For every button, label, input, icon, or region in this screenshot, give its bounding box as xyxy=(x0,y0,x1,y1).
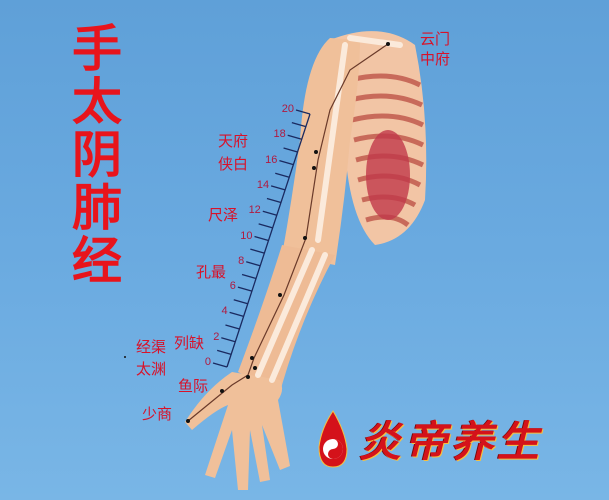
scale-label: 18 xyxy=(273,128,286,141)
scale-tick xyxy=(270,185,286,191)
scale-label: 0 xyxy=(204,356,211,368)
scale-tick xyxy=(225,324,240,330)
label-jingqu: 经渠 xyxy=(136,338,167,356)
label-tianfu: 天府 xyxy=(218,132,249,150)
scale-tick xyxy=(283,147,298,153)
scale-tick xyxy=(266,197,282,204)
scale-tick xyxy=(262,210,277,216)
scale-tick xyxy=(250,248,265,254)
label-xiabai: 侠白 xyxy=(218,155,249,173)
page-title: 手太阴肺经 xyxy=(72,19,122,290)
meridian-line xyxy=(187,43,389,422)
scale-tick xyxy=(212,362,228,368)
scale-ruler xyxy=(212,109,311,368)
logo-text: 炎帝养生 xyxy=(359,417,544,466)
flame-yinyang-icon xyxy=(318,409,348,468)
bones xyxy=(255,35,403,383)
scale-label: 10 xyxy=(240,229,253,242)
scale-tick xyxy=(279,159,294,166)
scale-tick xyxy=(233,299,248,305)
scale-tick xyxy=(229,311,244,318)
scale-label: 6 xyxy=(229,280,236,293)
label-yunmen: 云门 xyxy=(420,30,451,48)
lung xyxy=(366,130,410,220)
label-kongzui: 孔最 xyxy=(196,263,227,281)
scale-tick xyxy=(241,273,257,280)
scale-label: 16 xyxy=(265,153,278,166)
scale-label: 12 xyxy=(248,204,261,217)
scale-tick xyxy=(295,109,311,115)
label-yuji: 鱼际 xyxy=(178,377,209,395)
scale-tick xyxy=(221,337,236,343)
label-taiyuan: 太渊 xyxy=(136,360,167,378)
scale-tick xyxy=(291,122,307,128)
scale-label: 14 xyxy=(256,178,270,191)
scale-tick xyxy=(237,286,253,292)
scale-tick xyxy=(275,172,290,178)
scale-label: 8 xyxy=(238,254,245,267)
scale-label: 20 xyxy=(281,103,294,115)
label-chize: 尺泽 xyxy=(208,206,239,224)
scale-tick xyxy=(258,223,273,229)
scale-tick xyxy=(287,134,302,140)
acupoints xyxy=(124,42,390,423)
label-zhongfu: 中府 xyxy=(420,50,451,68)
scale-tick xyxy=(216,349,232,355)
logo: 炎帝养生 xyxy=(315,408,543,469)
scale-label: 4 xyxy=(221,305,228,318)
scale-label: 2 xyxy=(213,330,220,343)
scale-tick xyxy=(254,235,269,242)
label-shaoshang: 少商 xyxy=(142,405,173,423)
scale-tick xyxy=(246,261,261,267)
label-lieque: 列缺 xyxy=(174,334,205,352)
